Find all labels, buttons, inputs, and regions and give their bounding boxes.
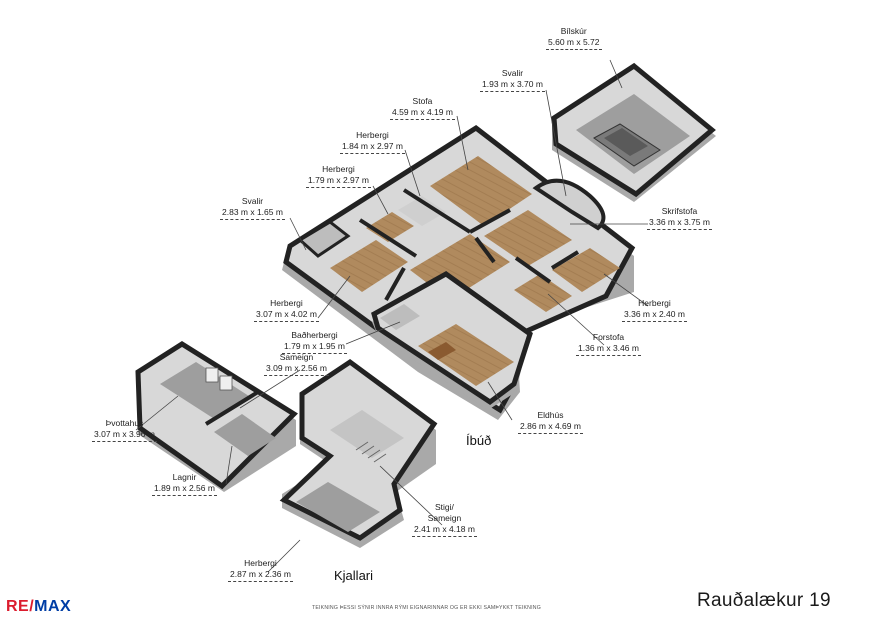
room-name: Lagnir	[172, 472, 197, 482]
property-address: Rauðalækur 19	[697, 590, 831, 611]
room-dims: 2.83 m x 1.65 m	[220, 207, 285, 220]
stofa-floor	[430, 156, 532, 226]
lagnir-floor	[214, 414, 276, 456]
room-label-badherbergi: Baðherbergi 1.79 m x 1.95 m	[282, 330, 347, 354]
balcony-left-floor	[297, 220, 351, 258]
stigi-floor	[330, 410, 404, 458]
kitchen-wing	[371, 271, 533, 410]
herbergi-small-floor-a	[366, 212, 414, 242]
room-name: Herbergi	[356, 130, 389, 140]
room-label-bilskur: Bílskúr 5.60 m x 5.72	[546, 26, 602, 50]
eldhus-floor	[418, 324, 514, 386]
room-name: Svalir	[241, 196, 264, 206]
apartment-block	[282, 124, 636, 420]
room-name: Stofa	[412, 96, 433, 106]
room-dims: 1.93 m x 3.70 m	[480, 79, 545, 92]
room-dims: 5.60 m x 5.72	[546, 37, 602, 50]
logo-part-re: RE/	[6, 598, 35, 615]
room-name: Skrifstofa	[661, 206, 698, 216]
room-dims: 3.09 m x 2.56 m	[264, 363, 329, 376]
room-name: Stigi/ Sameign	[427, 502, 462, 523]
room-label-herbergi-k: Herbergi 2.87 m x 2.36 m	[228, 558, 293, 582]
room-dims: 1.36 m x 3.46 m	[576, 343, 641, 356]
room-dims: 3.36 m x 3.75 m	[647, 217, 712, 230]
room-name: Þvottahus	[105, 418, 144, 428]
room-label-lagnir: Lagnir 1.89 m x 2.56 m	[152, 472, 217, 496]
room-name: Herbergi	[270, 298, 303, 308]
herbergi-right-floor	[552, 248, 620, 292]
room-label-stigi: Stigi/ Sameign 2.41 m x 4.18 m	[412, 502, 477, 537]
room-label-skrifstofa: Skrifstofa 3.36 m x 3.75 m	[647, 206, 712, 230]
room-dims: 2.87 m x 2.36 m	[228, 569, 293, 582]
room-dims: 3.07 m x 4.02 m	[254, 309, 319, 322]
room-dims: 1.79 m x 1.95 m	[282, 341, 347, 354]
room-name: Herbergi	[638, 298, 671, 308]
herbergi-small-floor-b	[398, 196, 446, 226]
leader-lines	[135, 59, 649, 573]
car-icon	[593, 123, 661, 167]
room-label-forstofa: Forstofa 1.36 m x 3.46 m	[576, 332, 641, 356]
room-label-svalir-top: Svalir 1.93 m x 3.70 m	[480, 68, 545, 92]
garage-block	[551, 62, 716, 202]
balcony-right	[532, 178, 606, 231]
room-name: Svalir	[501, 68, 524, 78]
herbergi-kjallari-floor	[296, 482, 380, 532]
room-dims: 2.86 m x 4.69 m	[518, 421, 583, 434]
room-dims: 1.89 m x 2.56 m	[152, 483, 217, 496]
room-dims: 2.41 m x 4.18 m	[412, 524, 477, 537]
room-label-herbergi-c: Herbergi 3.07 m x 4.02 m	[254, 298, 319, 322]
room-label-stofa: Stofa 4.59 m x 4.19 m	[390, 96, 455, 120]
room-dims: 1.79 m x 2.97 m	[306, 175, 371, 188]
remax-logo: RE/MAX	[6, 598, 71, 616]
section-label-kjallari: Kjallari	[334, 568, 374, 583]
badherbergi-floor	[380, 304, 420, 330]
room-name: Forstofa	[592, 332, 625, 342]
room-name: Sameign	[279, 352, 314, 362]
herbergi-left-floor	[330, 240, 408, 292]
room-label-herbergi-a: Herbergi 1.84 m x 2.97 m	[340, 130, 405, 154]
room-label-herbergi-d: Herbergi 3.36 m x 2.40 m	[622, 298, 687, 322]
room-dims: 3.36 m x 2.40 m	[622, 309, 687, 322]
section-label-ibud: Íbúð	[466, 433, 492, 448]
room-label-thvottahus: Þvottahus 3.07 m x 3.96 m	[92, 418, 157, 442]
logo-part-max: MAX	[34, 598, 72, 615]
room-name: Bílskúr	[560, 26, 587, 36]
room-name: Baðherbergi	[291, 330, 338, 340]
disclaimer-text: TEIKNING ÞESSI SÝNIR INNRA RÝMI EIGNARIN…	[312, 605, 541, 611]
room-name: Herbergi	[244, 558, 277, 568]
room-name: Herbergi	[322, 164, 355, 174]
room-label-eldhus: Eldhús 2.86 m x 4.69 m	[518, 410, 583, 434]
room-dims: 1.84 m x 2.97 m	[340, 141, 405, 154]
room-label-herbergi-b: Herbergi 1.79 m x 2.97 m	[306, 164, 371, 188]
room-name: Eldhús	[537, 410, 564, 420]
basement-block-left	[135, 341, 298, 492]
room-label-svalir-left: Svalir 2.83 m x 1.65 m	[220, 196, 285, 220]
thvottahus-floor	[160, 362, 252, 420]
room-dims: 4.59 m x 4.19 m	[390, 107, 455, 120]
skrifstofa-floor	[484, 210, 572, 266]
room-dims: 3.07 m x 3.96 m	[92, 429, 157, 442]
room-label-sameign: Sameign 3.09 m x 2.56 m	[264, 352, 329, 376]
basement-block-right	[279, 358, 438, 548]
